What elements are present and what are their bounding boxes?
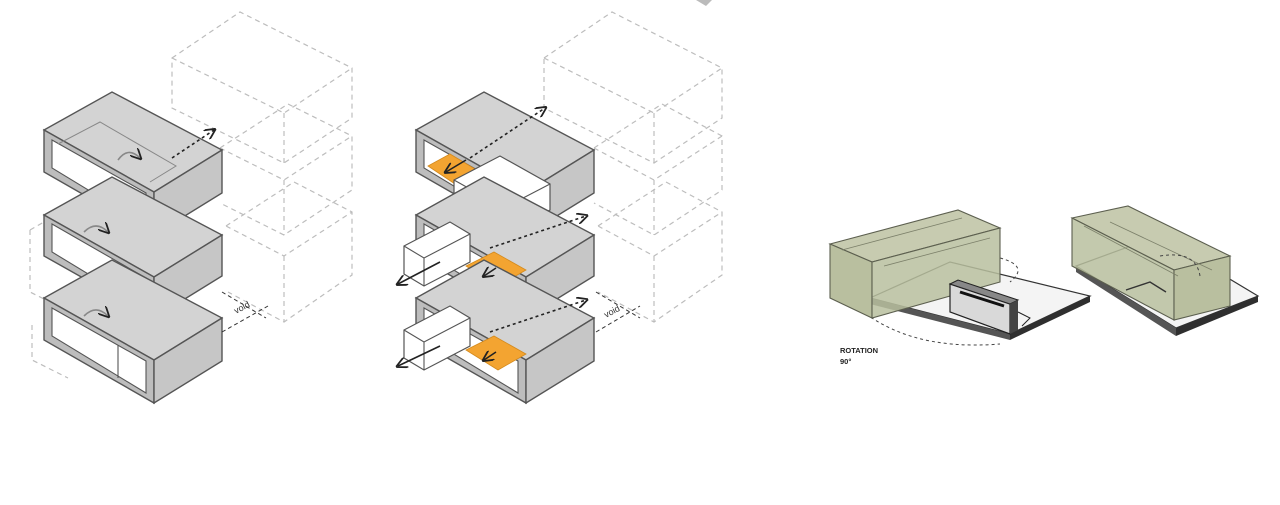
orange-space-3: [465, 335, 527, 371]
void-label-2: void: [602, 303, 621, 320]
diagram-sliding-volumes: void: [398, 11, 723, 405]
rotating-wall: [948, 279, 1031, 335]
rotation-angle-label: 90°: [840, 357, 851, 366]
ghost-boxes-2: [543, 11, 723, 323]
glass-box-right: [1070, 205, 1232, 321]
void-annotation-1: void: [221, 291, 269, 333]
push-arrow: [171, 130, 214, 159]
rotation-label: ROTATION: [840, 346, 878, 355]
void-label-1: void: [232, 299, 251, 316]
slide-box-bottom: [403, 259, 596, 405]
diagram-stacked-rotation: void: [29, 11, 353, 405]
diagram-rotation: ROTATION 90°: [828, 205, 1260, 366]
top-edge-mark: [696, 0, 712, 6]
glass-box-left: [828, 209, 1002, 319]
direction-arrows: [398, 108, 586, 366]
void-annotation-2: void: [595, 291, 641, 333]
stack-box-bottom: [42, 259, 224, 405]
